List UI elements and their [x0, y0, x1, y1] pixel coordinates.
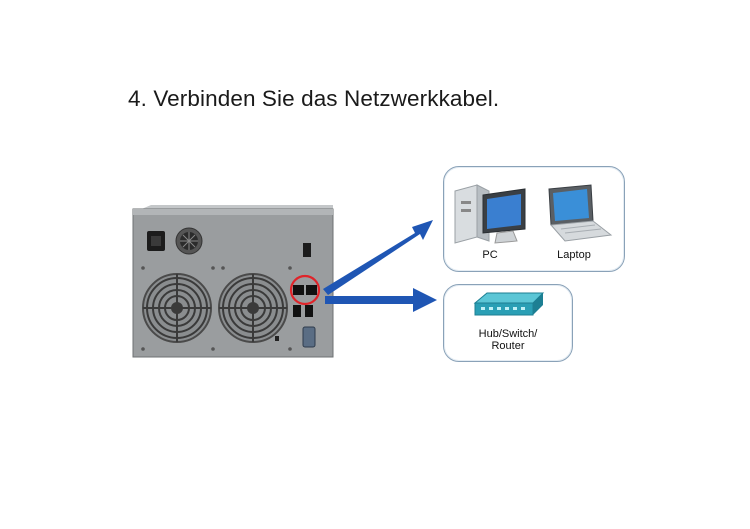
step-title: 4. Verbinden Sie das Netzwerkkabel. — [128, 86, 500, 111]
lan-port-highlight — [289, 274, 321, 306]
hub-switch-router-icon — [473, 292, 545, 316]
pc-label: PC — [482, 249, 498, 261]
pc-icon — [454, 184, 526, 244]
hub-label-line2: Router — [491, 340, 525, 352]
hub-label-line1: Hub/Switch/ — [478, 328, 538, 340]
arrow-icon — [323, 220, 433, 295]
nas-device-icon — [132, 205, 334, 358]
network-diagram: PC Laptop Hub/Switch/ Router — [125, 163, 625, 373]
laptop-label: Laptop — [557, 249, 591, 261]
laptop-icon — [548, 184, 613, 242]
arrow-icon — [325, 288, 437, 312]
device-icons-overlay — [454, 184, 613, 316]
